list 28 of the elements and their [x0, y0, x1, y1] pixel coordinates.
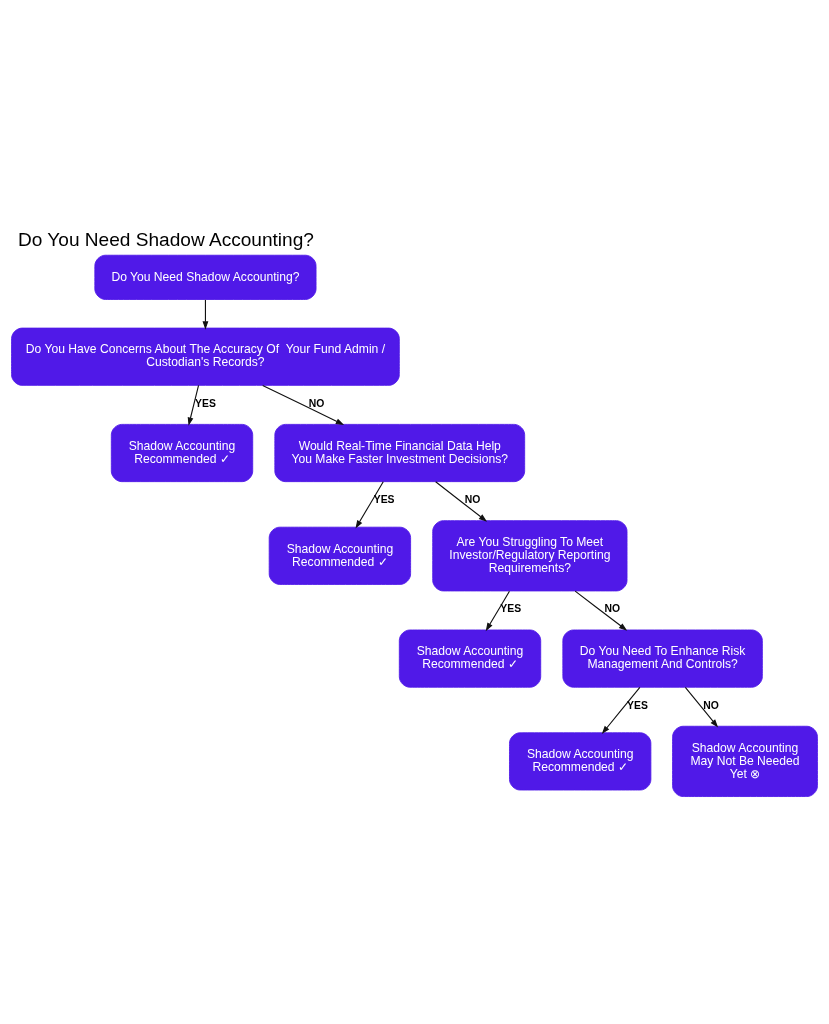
- node-box: Shadow Accounting Recommended ✓: [268, 526, 412, 585]
- node-box: Do You Have Concerns About The Accuracy Of Your Fund Admin / Custodian's Records?: [11, 327, 400, 386]
- node-box: Shadow Accounting May Not Be Needed Yet ⊗: [672, 725, 818, 797]
- node-box: Shadow Accounting Recommended ✓: [509, 732, 652, 791]
- edge-label: NO: [464, 493, 481, 505]
- arrow: [601, 686, 641, 735]
- arrow: [684, 686, 719, 728]
- arrow: [574, 590, 628, 631]
- node-box: Do You Need Shadow Accounting?: [94, 254, 317, 300]
- arrow: [262, 384, 345, 426]
- node-box: Would Real-Time Financial Data Help You Make Faster Investment Decisions?: [274, 423, 526, 483]
- edge-label: YES: [373, 493, 395, 505]
- node-box: Do You Need To Enhance Risk Management And Controls?: [562, 629, 763, 688]
- arrow: [187, 384, 200, 426]
- node-box: Are You Struggling To Meet Investor/Regulatory Reporting Requirements?: [432, 520, 628, 592]
- edge-label: YES: [195, 397, 216, 409]
- edge-label: YES: [627, 699, 648, 711]
- edge-label: YES: [500, 603, 522, 615]
- arrow: [202, 299, 209, 330]
- node-box: Shadow Accounting Recommended ✓: [110, 423, 254, 483]
- diagram-title: Do You Need Shadow Accounting?: [17, 229, 314, 251]
- arrow: [435, 481, 488, 522]
- edge-label: NO: [604, 603, 621, 615]
- arrow: [485, 590, 510, 632]
- node-box: Shadow Accounting Recommended ✓: [398, 629, 542, 688]
- edge-label: NO: [703, 699, 719, 711]
- arrow: [355, 481, 384, 529]
- edge-label: NO: [308, 397, 325, 409]
